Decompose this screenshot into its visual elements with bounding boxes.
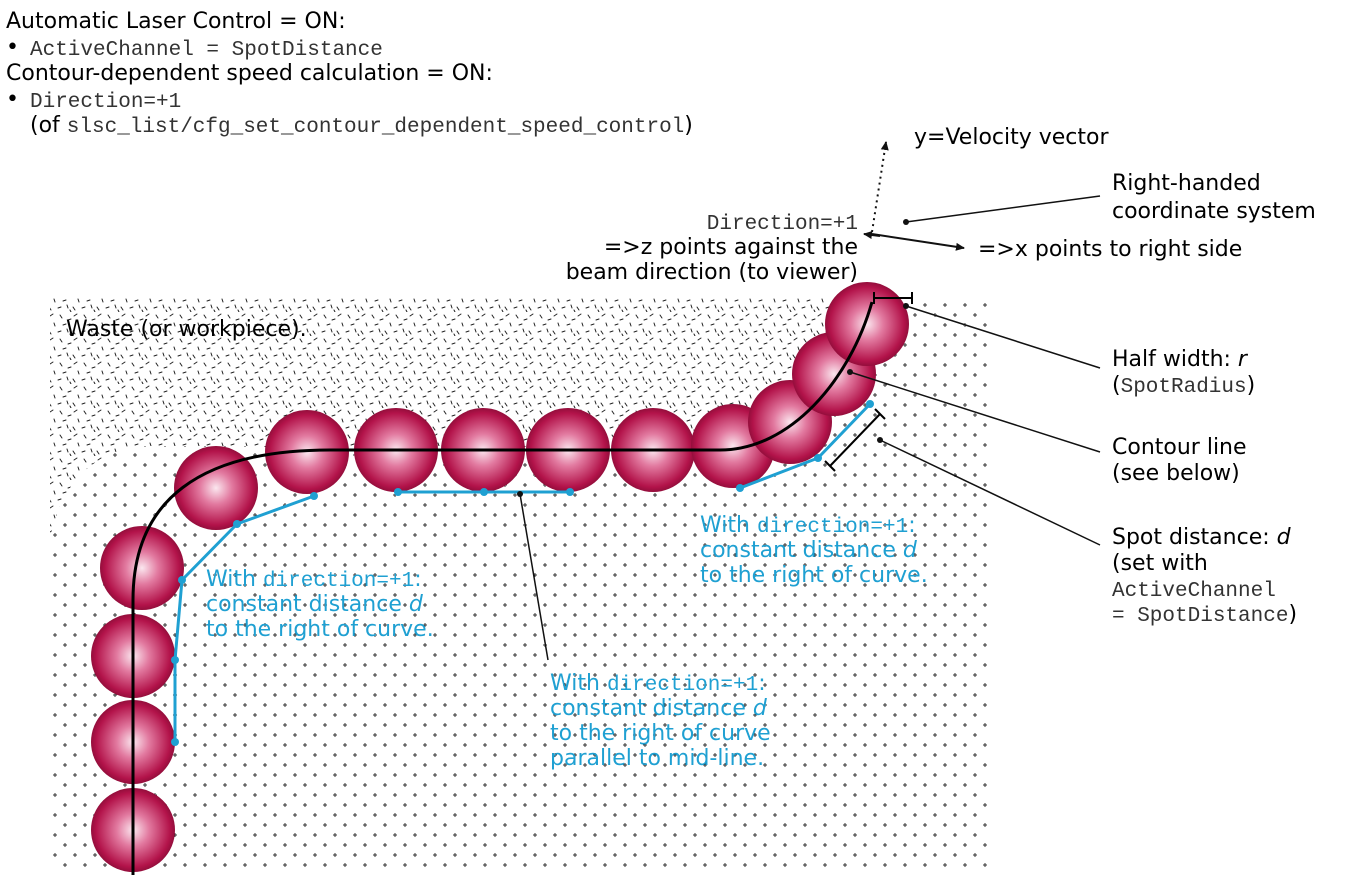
leader-spot-distance: [879, 439, 1101, 546]
laser-spot: [174, 446, 258, 530]
header: Automatic Laser Control = ON: • ActiveCh…: [6, 9, 693, 139]
header-line-1: Automatic Laser Control = ON:: [6, 9, 346, 34]
leader-mid-note: [519, 493, 549, 661]
coordinate-labels: y=Velocity vector Right-handed coordinat…: [566, 125, 1316, 285]
laser-spot: [100, 526, 184, 610]
note-mid: With direction=+1: constant distance d t…: [550, 671, 771, 771]
header-bullet-2: •: [6, 87, 19, 112]
leader-half-width: [905, 305, 1101, 369]
x-axis-arrow: [871, 233, 965, 251]
note-left: With direction=+1: constant distance d t…: [206, 567, 434, 642]
direction-code-label: Direction=+1: [707, 213, 858, 236]
header-line-5: (of slsc_list/cfg_set_contour_dependent_…: [30, 113, 693, 139]
leader-coordinate: [905, 195, 1101, 223]
half-width-label: Half width: r: [1112, 347, 1249, 372]
note-left-line-1: With direction=+1:: [206, 567, 422, 593]
spot-distance-dimension: [824, 408, 886, 472]
note-right-line-1: With direction=+1:: [700, 513, 916, 539]
note-mid-line-1: With direction=+1:: [550, 671, 766, 697]
note-left-line-2: constant distance d: [206, 592, 424, 617]
leader-dots: [517, 219, 909, 497]
leader-lines: [519, 195, 1101, 661]
note-right-line-3: to the right of curve.: [700, 563, 928, 588]
spot-distance-label: Spot distance: d: [1112, 525, 1292, 550]
header-line-4: Direction=+1: [30, 91, 181, 114]
z-axis-label-2: beam direction (to viewer): [566, 260, 858, 285]
spot-distance-set-with: (set with: [1112, 551, 1208, 576]
offset-dots: [171, 400, 874, 746]
spot-distance-code-2: = SpotDistance): [1112, 602, 1297, 628]
spot-radius-label: (SpotRadius): [1112, 373, 1255, 399]
note-mid-line-3: to the right of curve: [550, 721, 771, 746]
header-bullet-1: •: [6, 35, 19, 60]
right-labels: Half width: r (SpotRadius) Contour line …: [1112, 347, 1297, 628]
contour-line: [131, 301, 874, 875]
x-axis-label: =>x points to right side: [978, 237, 1242, 262]
note-left-line-3: to the right of curve.: [206, 617, 434, 642]
leader-contour: [849, 371, 1101, 453]
header-line-2: ActiveChannel = SpotDistance: [30, 39, 383, 62]
note-mid-line-4: parallel to mid-line.: [550, 746, 764, 771]
half-width-dimension: [873, 292, 913, 304]
right-handed-label-1: Right-handed: [1112, 171, 1261, 196]
right-handed-label-2: coordinate system: [1112, 199, 1316, 224]
y-axis-arrow: [871, 141, 889, 233]
note-right-line-2: constant distance d: [700, 538, 918, 563]
waste-label: Waste (or workpiece).: [66, 317, 307, 342]
contour-line-label-1: Contour line: [1112, 435, 1247, 460]
header-line-3: Contour-dependent speed calculation = ON…: [6, 61, 493, 86]
y-velocity-label: y=Velocity vector: [914, 125, 1109, 150]
contour-line-label-2: (see below): [1112, 461, 1240, 486]
laser-spot: [825, 282, 909, 366]
note-right: With direction=+1: constant distance d t…: [700, 513, 928, 588]
z-axis-label-1: =>z points against the: [604, 235, 858, 260]
waste-dash-region: [50, 298, 830, 540]
note-mid-line-2: constant distance d: [550, 696, 768, 721]
spot-distance-code-1: ActiveChannel: [1112, 580, 1276, 603]
coordinate-system: [863, 141, 965, 251]
z-axis-arrow: [863, 231, 881, 239]
